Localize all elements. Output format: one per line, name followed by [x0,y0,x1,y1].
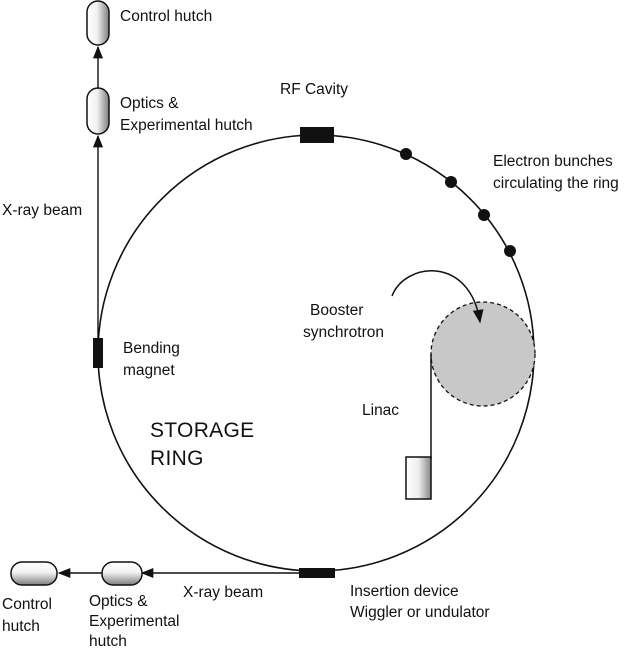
control-hutch-bottom [10,561,58,586]
linac-label: Linac [362,402,399,419]
control-hutch-bottom-label-2: hutch [2,618,40,635]
bending-magnet-label-2: magnet [123,362,175,379]
insertion-device-label-2: Wiggler or undulator [350,604,490,621]
linac-block [405,456,432,500]
optics-hutch-top-label-1: Optics & [120,95,179,112]
booster-label-2: synchrotron [303,324,384,341]
electron-bunch [445,176,457,188]
control-hutch-top-label: Control hutch [120,8,212,25]
injection-arrow [391,270,484,324]
optics-hutch-bottom-label-1: Optics & [89,593,148,610]
electron-bunch [504,245,516,257]
rf-cavity [300,127,334,143]
optics-hutch-top-label-2: Experimental hutch [120,117,253,134]
optics-hutch-bottom-label-3: hutch [89,633,127,649]
electron-bunch [478,209,490,221]
xray-beam-left-label: X-ray beam [2,202,82,219]
booster-label-1: Booster [310,302,363,319]
bending-magnet [93,338,103,368]
control-hutch-bottom-label-1: Control [2,596,52,613]
optics-hutch-bottom [101,561,143,586]
insertion-device [299,568,335,578]
optics-hutch-top [86,87,110,135]
bending-magnet-label-1: Bending [123,340,180,357]
storage-ring-label-1: STORAGE [150,419,254,442]
electron-bunches-label-2: circulating the ring [493,175,619,192]
rf-cavity-label: RF Cavity [280,81,348,98]
electron-bunches-label-1: Electron bunches [493,153,613,170]
electron-bunch [400,148,412,160]
xray-beam-bottom-label: X-ray beam [183,584,263,601]
booster-synchrotron [430,301,536,407]
optics-hutch-bottom-label-2: Experimental [89,613,179,630]
storage-ring-label-2: RING [150,447,204,470]
control-hutch-top [86,0,110,46]
insertion-device-label-1: Insertion device [350,583,459,600]
